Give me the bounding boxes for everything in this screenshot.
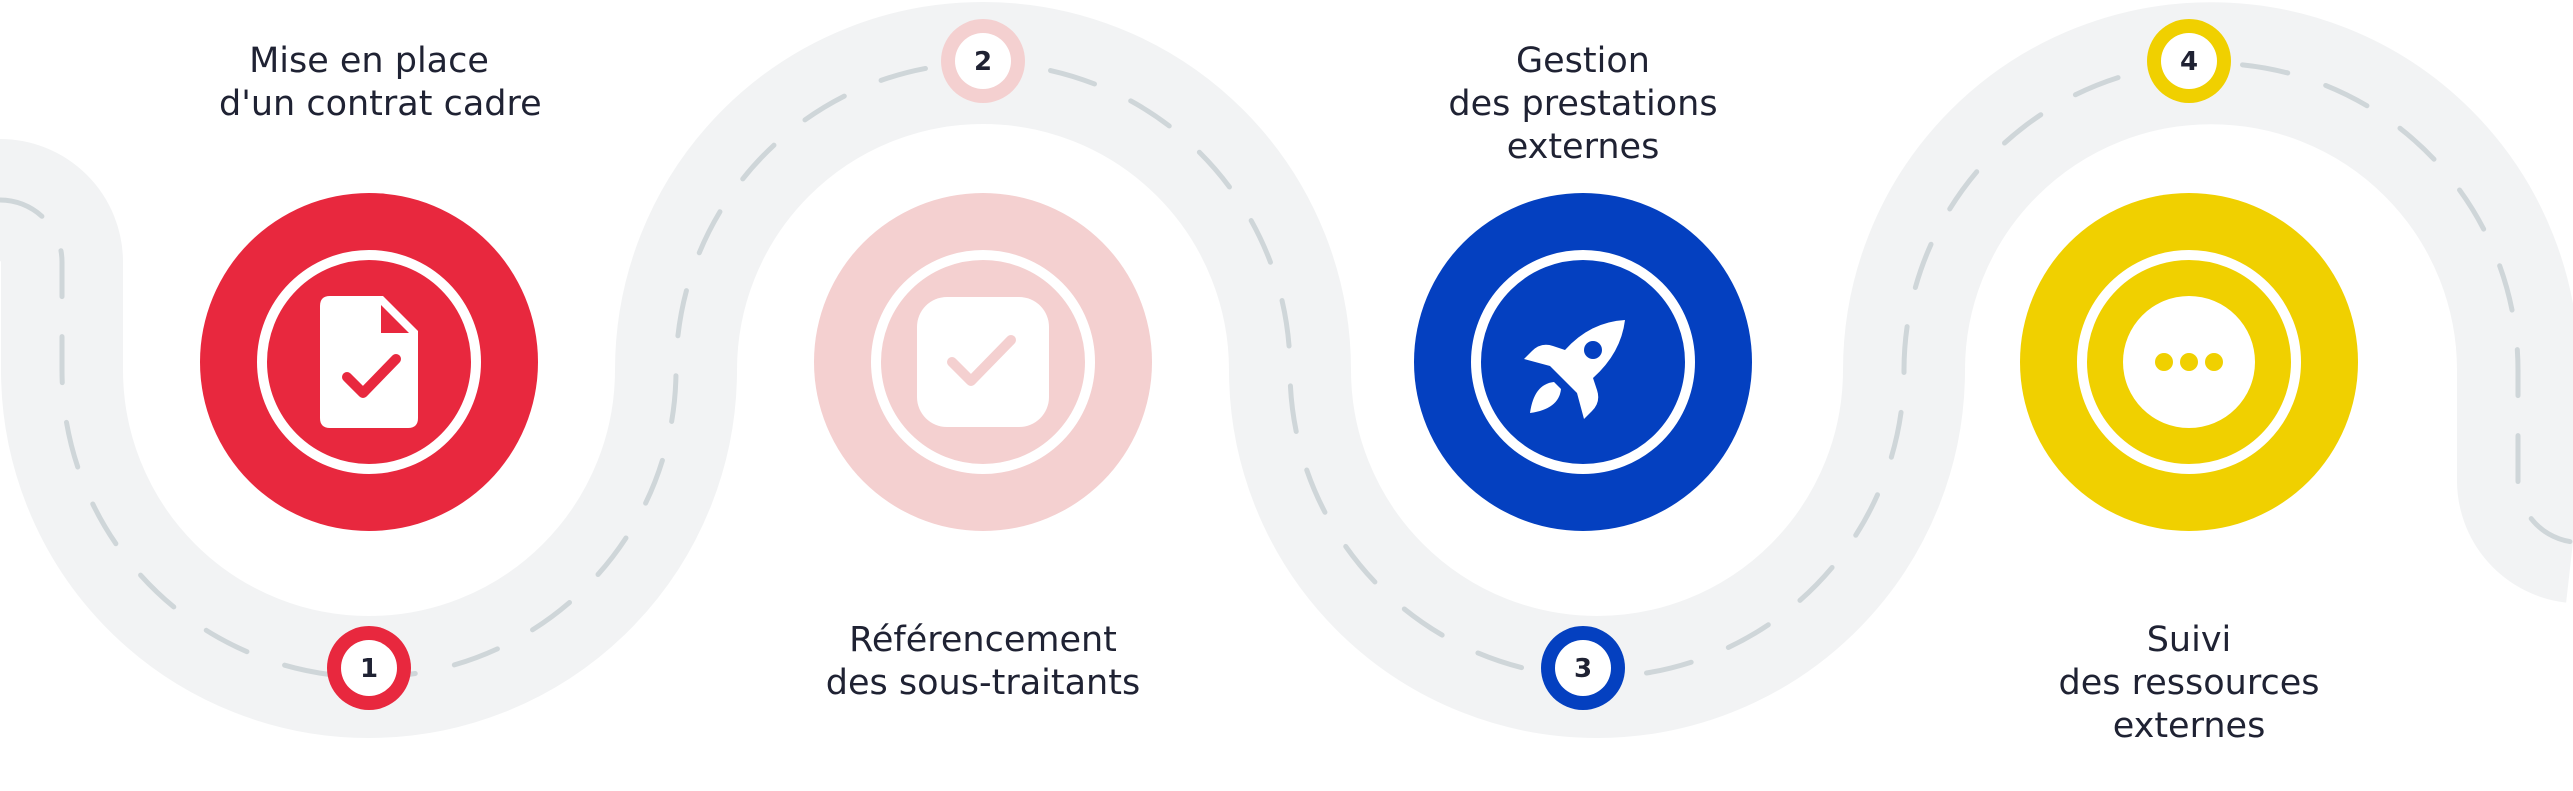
step-2-title: Référencement des sous-traitants (808, 619, 1158, 705)
step-3-number: 3 (1574, 654, 1592, 684)
step-2-title-line1: Référencement (849, 620, 1117, 660)
step-2-ring (871, 250, 1095, 474)
step-4-title-line3: externes (2112, 706, 2266, 746)
rocket-icon (1524, 320, 1625, 419)
step-3-title-line2: des prestations (1448, 84, 1718, 124)
step-3-title-line1: Gestion (1516, 41, 1650, 81)
step-4-title: Suivi des ressources externes (2039, 619, 2339, 748)
step-2-number: 2 (974, 47, 992, 77)
checkbox-icon (917, 297, 1049, 427)
step-1: 1 (200, 193, 538, 710)
step-4: 4 (2020, 19, 2358, 531)
step-3-badge-center (1555, 640, 1611, 696)
step-4-title-line1: Suivi (2146, 620, 2232, 660)
step-1-ring (257, 250, 481, 474)
step-4-title-line2: des ressources (2058, 663, 2320, 703)
step-1-number: 1 (360, 654, 378, 684)
document-check-icon (320, 296, 418, 428)
step-3-title-line3: externes (1506, 127, 1660, 167)
step-4-number: 4 (2180, 47, 2198, 77)
step-1-title-line2: d'un contrat cadre (219, 84, 542, 124)
step-2-title-line2: des sous-traitants (825, 663, 1141, 703)
step-3-title: Gestion des prestations externes (1433, 40, 1733, 169)
step-2: 2 (814, 19, 1152, 531)
step-2-badge-center (955, 33, 1011, 89)
step-1-title-line1: Mise en place (249, 41, 489, 81)
ellipsis-icon (2123, 296, 2255, 428)
step-1-badge-center (341, 640, 397, 696)
step-4-ring (2077, 250, 2301, 474)
step-1-title: Mise en place d'un contrat cadre (219, 40, 542, 126)
step-4-badge-center (2161, 33, 2217, 89)
step-3-ring (1471, 250, 1695, 474)
step-3: 3 (1414, 193, 1752, 710)
